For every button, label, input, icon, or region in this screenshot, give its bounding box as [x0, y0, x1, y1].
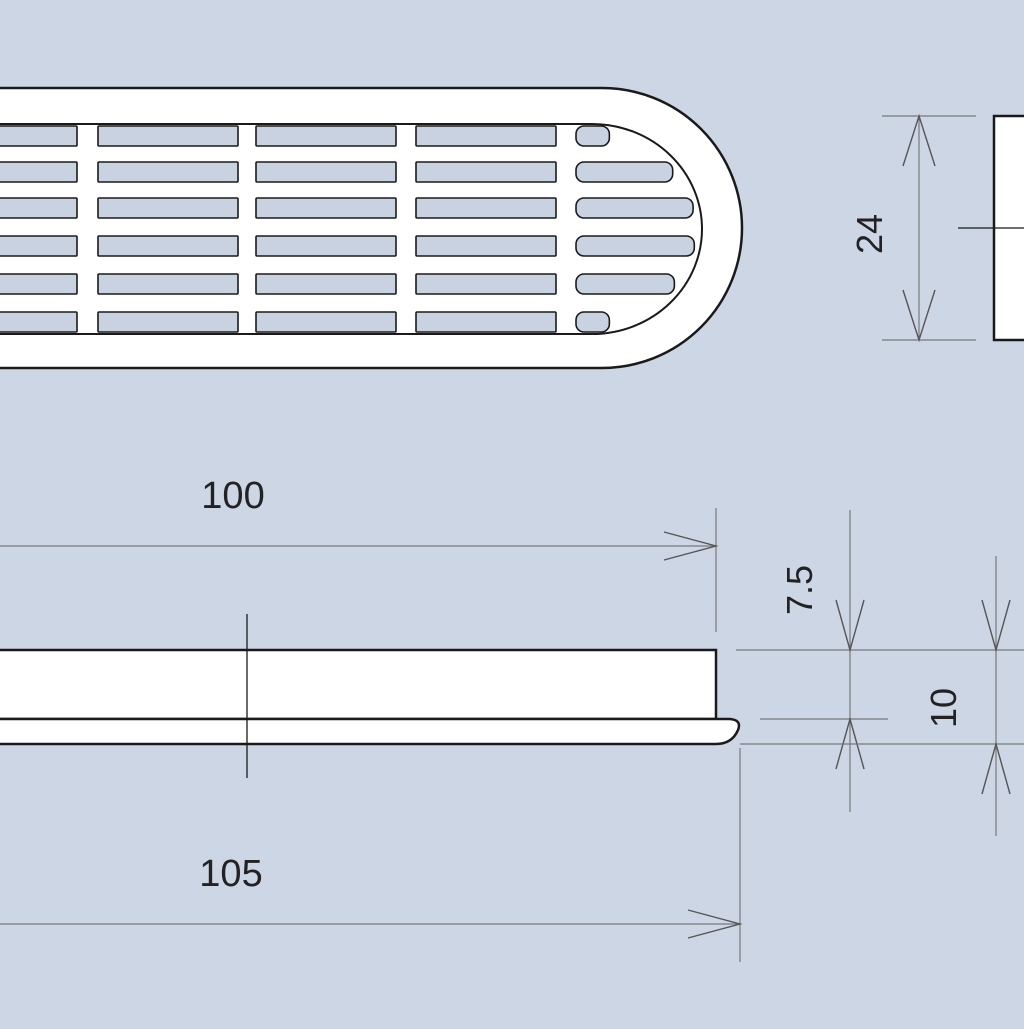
grille-slot [415, 273, 557, 295]
grille-slot [415, 311, 557, 333]
grille-flange-profile [0, 717, 741, 746]
end-view: 24 [849, 113, 1024, 343]
grille-slot [415, 161, 557, 183]
grille-slot [0, 235, 78, 257]
grille-slot [0, 161, 78, 183]
height-dimension-label: 24 [849, 214, 890, 254]
grille-slot [0, 273, 78, 295]
overall-length-dimension-label: 105 [199, 853, 262, 895]
grille-slot [415, 125, 557, 147]
grille-slot [575, 125, 611, 147]
grille-slots [0, 125, 696, 333]
grille-slot [97, 197, 239, 219]
grille-slot [97, 125, 239, 147]
front-view: 100 7.5 10 105 [0, 475, 1024, 962]
grille-slot [97, 161, 239, 183]
length-arrow-right [663, 531, 719, 561]
grille-slot [415, 235, 557, 257]
grille-slot [97, 273, 239, 295]
length-dimension-label: 100 [201, 475, 264, 517]
grille-slot [255, 235, 397, 257]
grille-slot [575, 273, 676, 295]
grille-body-profile [0, 648, 718, 721]
total-depth-arrow-top [981, 599, 1011, 653]
grille-slot [0, 197, 78, 219]
top-view [0, 86, 744, 370]
grille-slot [575, 161, 674, 183]
grille-slot [255, 273, 397, 295]
body-depth-dimension-label: 7.5 [779, 565, 820, 615]
grille-slot [97, 235, 239, 257]
grille-slot [415, 197, 557, 219]
grille-slot [575, 197, 694, 219]
height-arrow-bottom [902, 289, 936, 343]
grille-slot [255, 311, 397, 333]
body-depth-arrow-bottom [835, 716, 865, 770]
grille-inner-outline [0, 123, 703, 335]
grille-slot [97, 311, 239, 333]
height-arrow-top [902, 113, 936, 167]
grille-slot [575, 235, 696, 257]
grille-slot [0, 311, 78, 333]
total-depth-dimension-label: 10 [923, 688, 964, 728]
grille-slot [255, 125, 397, 147]
overall-length-arrow-right [687, 909, 743, 939]
total-depth-arrow-bottom [981, 741, 1011, 795]
grille-slot [255, 161, 397, 183]
grille-slot [575, 311, 611, 333]
grille-slot [255, 197, 397, 219]
grille-slot [0, 125, 78, 147]
body-depth-arrow-top [835, 599, 865, 653]
